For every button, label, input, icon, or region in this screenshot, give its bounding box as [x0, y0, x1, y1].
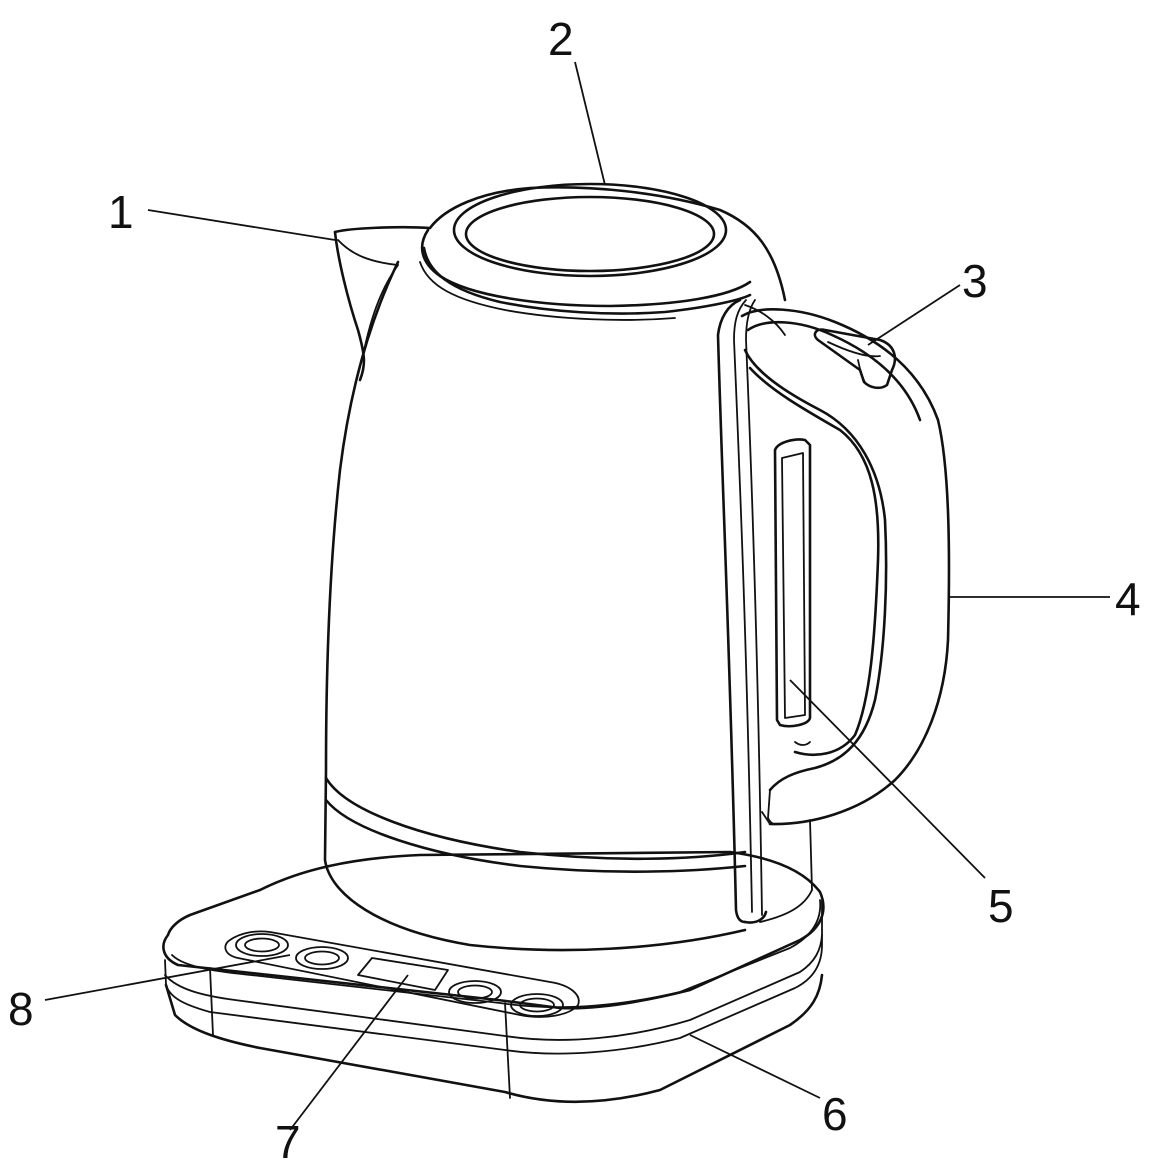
control-button[interactable]: [295, 946, 349, 970]
callout-2: 2: [548, 13, 574, 65]
callout-1: 1: [108, 186, 134, 238]
leader-lines: [44, 61, 1110, 1131]
callout-7: 7: [275, 1116, 301, 1165]
callout-4: 4: [1115, 573, 1141, 625]
display-screen: [357, 957, 449, 991]
callout-6: 6: [822, 1088, 848, 1140]
water-level-window: [773, 438, 812, 728]
lid-top[interactable]: [452, 182, 728, 278]
control-button[interactable]: [235, 933, 289, 957]
callout-3: 3: [962, 255, 988, 307]
kettle-base: [162, 850, 825, 1103]
callout-8: 8: [8, 983, 34, 1035]
control-button[interactable]: [510, 993, 564, 1017]
kettle-lid: [419, 182, 787, 321]
control-button[interactable]: [448, 980, 502, 1004]
callout-5: 5: [988, 880, 1014, 932]
power-switch[interactable]: [813, 328, 897, 390]
kettle-spout: [333, 225, 432, 382]
kettle-body: [323, 260, 813, 952]
kettle-handle[interactable]: [740, 308, 951, 826]
callout-labels: 1 2 3 4 5 6 7 8: [8, 13, 1141, 1165]
